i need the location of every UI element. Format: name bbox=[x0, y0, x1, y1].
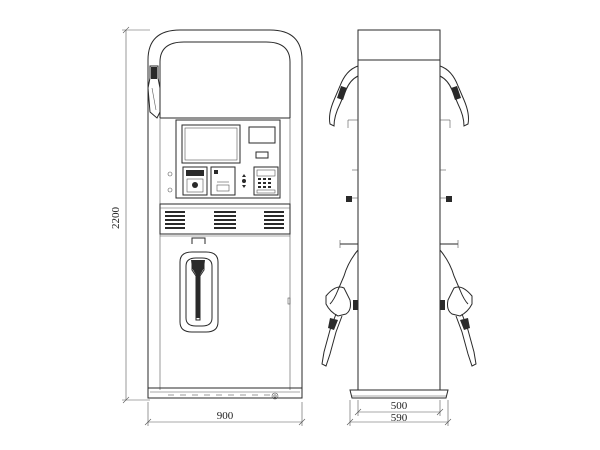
card-slot bbox=[255, 151, 269, 159]
nozzle-icon bbox=[191, 260, 205, 321]
side-view bbox=[321, 29, 477, 399]
side-body bbox=[357, 59, 441, 391]
front-width-dimension: 900 bbox=[144, 402, 306, 426]
base-screw-icon bbox=[271, 392, 279, 400]
control-panel bbox=[175, 119, 281, 199]
front-canopy bbox=[159, 41, 291, 118]
side-right-lower-nozzle-icon bbox=[439, 249, 477, 367]
side-base bbox=[349, 389, 449, 399]
side-left-lower-nozzle-icon bbox=[321, 249, 359, 367]
vent-band bbox=[159, 203, 291, 235]
side-width-dimensions: 500 590 bbox=[346, 400, 452, 426]
card-reader bbox=[210, 166, 236, 196]
keypad-icon bbox=[253, 166, 279, 196]
receipt-printer bbox=[182, 166, 208, 196]
height-dimension: 2200 bbox=[110, 26, 150, 404]
front-view bbox=[147, 29, 303, 400]
side-outer-width-label: 590 bbox=[391, 412, 408, 424]
emergency-icon bbox=[242, 174, 246, 188]
display-screen bbox=[181, 124, 241, 164]
price-display bbox=[248, 126, 276, 144]
side-right-upper-nozzle-icon bbox=[439, 65, 469, 127]
side-inner-width-label: 500 bbox=[391, 400, 408, 412]
front-width-label: 900 bbox=[217, 410, 234, 422]
side-canopy bbox=[357, 29, 441, 61]
side-left-upper-nozzle-icon bbox=[329, 65, 359, 127]
front-left-nozzle-icon bbox=[147, 65, 161, 119]
nozzle-holster bbox=[179, 237, 219, 333]
height-label: 2200 bbox=[110, 207, 122, 230]
vent-grille-icon bbox=[165, 211, 284, 229]
front-body-outline bbox=[147, 29, 303, 399]
